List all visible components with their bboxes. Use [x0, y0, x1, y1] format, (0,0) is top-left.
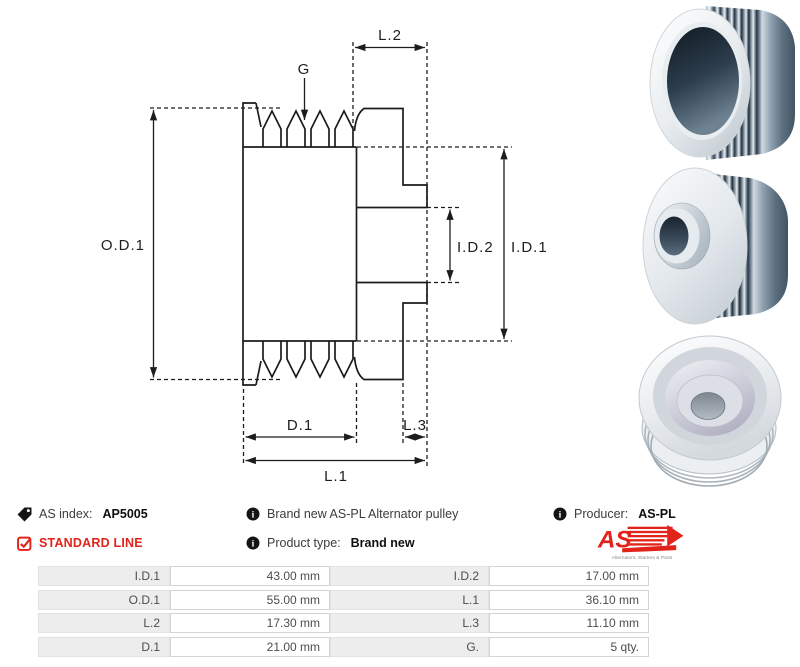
as-logo-tagline: Alternators, Starters & Parts — [612, 555, 673, 561]
pulley-outline — [242, 102, 428, 386]
extension-lines — [150, 42, 512, 466]
as-index-label: AS index: — [39, 507, 93, 521]
standard-line-row: STANDARD LINE — [17, 534, 143, 552]
table-row: L.2 17.30 mm L.3 11.10 mm — [38, 613, 649, 633]
product-photo-top — [638, 335, 782, 487]
producer-label: Producer: — [574, 507, 629, 521]
product-photo-front — [649, 6, 795, 160]
tag-icon — [17, 507, 32, 521]
spec-value: 17.00 mm — [489, 566, 649, 586]
product-type-label: Product type: — [267, 536, 341, 550]
standard-line-label: STANDARD LINE — [39, 536, 143, 550]
dim-label-od1: O.D.1 — [101, 237, 145, 254]
spec-label: L.1 — [330, 589, 489, 610]
as-logo-text: AS — [597, 526, 632, 553]
spec-label: L.3 — [330, 613, 489, 633]
spec-value: 5 qty. — [489, 636, 649, 657]
producer-value: AS-PL — [638, 507, 676, 521]
svg-text:i: i — [252, 510, 255, 520]
spec-table: I.D.1 43.00 mm I.D.2 17.00 mm O.D.1 55.0… — [38, 566, 649, 660]
table-row: I.D.1 43.00 mm I.D.2 17.00 mm — [38, 566, 649, 586]
dim-label-l2: L.2 — [378, 27, 402, 44]
as-index-row: AS index: AP5005 — [17, 505, 148, 523]
info-icon: i — [553, 507, 567, 521]
dimension-lines — [149, 43, 508, 465]
spec-value: 21.00 mm — [170, 636, 330, 657]
spec-value: 11.10 mm — [489, 613, 649, 633]
spec-label: I.D.2 — [330, 566, 489, 586]
as-pl-logo: AS Alternators, Starters & Parts — [597, 523, 687, 561]
spec-value: 36.10 mm — [489, 589, 649, 610]
spec-value: 55.00 mm — [170, 589, 330, 610]
dim-label-id1: I.D.1 — [511, 239, 548, 256]
spec-label: O.D.1 — [38, 589, 170, 610]
svg-text:i: i — [252, 539, 255, 549]
spec-label: L.2 — [38, 613, 170, 633]
checkbox-icon — [17, 536, 32, 551]
table-row: D.1 21.00 mm G. 5 qty. — [38, 636, 649, 657]
as-logo-stripes — [622, 524, 684, 553]
pulley-cross-section-drawing: L.2 G O.D.1 I.D.2 I.D.1 D.1 L.3 L.1 — [101, 27, 548, 485]
product-description: Brand new AS-PL Alternator pulley — [267, 507, 459, 521]
dim-label-l1: L.1 — [324, 468, 348, 485]
product-photo-rear — [642, 167, 788, 325]
info-icon: i — [246, 536, 260, 550]
table-row: O.D.1 55.00 mm L.1 36.10 mm — [38, 589, 649, 610]
dim-label-id2: I.D.2 — [457, 239, 494, 256]
info-icon: i — [246, 507, 260, 521]
description-row: i Brand new AS-PL Alternator pulley — [246, 505, 458, 523]
spec-label: G. — [330, 636, 489, 657]
product-type-row: i Product type: Brand new — [246, 534, 415, 552]
as-index-value: AP5005 — [102, 507, 148, 521]
dim-label-g: G — [298, 61, 311, 78]
producer-row: i Producer: AS-PL — [553, 505, 676, 523]
product-type-value: Brand new — [350, 536, 415, 550]
spec-value: 17.30 mm — [170, 613, 330, 633]
spec-value: 43.00 mm — [170, 566, 330, 586]
dim-label-l3: L.3 — [403, 417, 427, 434]
spec-label: D.1 — [38, 636, 170, 657]
spec-label: I.D.1 — [38, 566, 170, 586]
svg-text:i: i — [559, 510, 562, 520]
dim-label-d1: D.1 — [287, 417, 313, 434]
